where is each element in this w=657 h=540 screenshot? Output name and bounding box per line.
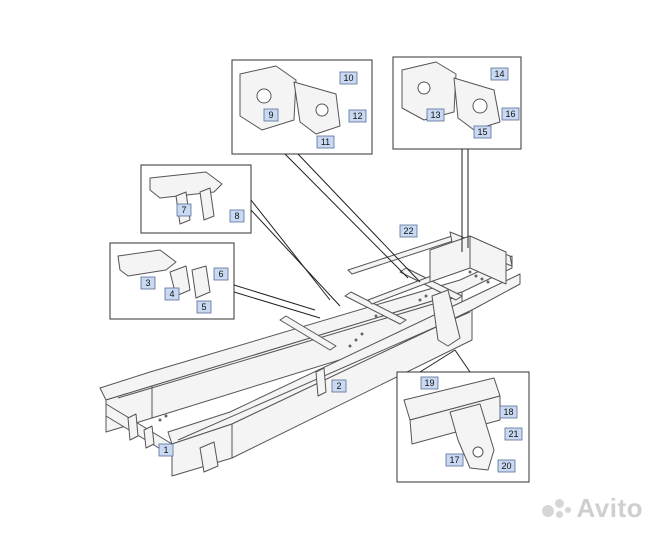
part-number: 13: [430, 110, 440, 120]
part-label-8: 8: [229, 209, 245, 223]
part-label-1: 1: [158, 443, 174, 457]
part-label-4: 4: [164, 287, 180, 301]
inset-3-6: [109, 242, 235, 320]
part-number: 4: [169, 289, 174, 299]
part-number: 14: [494, 69, 504, 79]
part-label-22: 22: [399, 224, 418, 238]
part-number: 7: [181, 205, 186, 215]
part-label-10: 10: [339, 71, 358, 85]
part-label-7: 7: [176, 203, 192, 217]
part-label-14: 14: [490, 67, 509, 81]
part-number: 9: [268, 110, 273, 120]
part-label-20: 20: [497, 459, 516, 473]
part-label-17: 17: [445, 453, 464, 467]
part-label-13: 13: [426, 108, 445, 122]
part-number: 22: [403, 226, 413, 236]
main-frame: [99, 231, 521, 477]
part-number: 20: [501, 461, 511, 471]
inset-9-12: [231, 59, 373, 155]
part-number: 2: [336, 381, 341, 391]
inset-13-16: [392, 56, 522, 150]
part-number: 16: [505, 109, 515, 119]
avito-watermark: Avito: [542, 493, 643, 524]
part-number: 19: [424, 378, 434, 388]
part-number: 5: [201, 302, 206, 312]
part-number: 17: [449, 455, 459, 465]
part-number: 6: [218, 269, 223, 279]
inset-7-8: [140, 164, 252, 234]
part-label-2: 2: [331, 379, 347, 393]
part-number: 18: [503, 407, 513, 417]
part-label-16: 16: [501, 107, 520, 121]
watermark-text: Avito: [576, 493, 643, 523]
part-label-11: 11: [316, 135, 335, 149]
part-number: 10: [343, 73, 353, 83]
part-number: 11: [321, 137, 330, 147]
part-label-6: 6: [213, 267, 229, 281]
part-label-18: 18: [499, 405, 518, 419]
leader-lines: [233, 149, 471, 373]
part-label-19: 19: [420, 376, 439, 390]
avito-logo-icon: [542, 497, 572, 521]
part-label-21: 21: [504, 427, 523, 441]
part-number: 15: [477, 127, 487, 137]
part-number: 3: [145, 278, 150, 288]
part-number: 21: [508, 429, 518, 439]
part-label-9: 9: [263, 108, 279, 122]
part-number: 8: [234, 211, 239, 221]
part-label-3: 3: [140, 276, 156, 290]
part-label-5: 5: [196, 300, 212, 314]
part-label-15: 15: [473, 125, 492, 139]
part-number: 1: [163, 445, 168, 455]
part-label-12: 12: [348, 109, 367, 123]
part-number: 12: [352, 111, 362, 121]
